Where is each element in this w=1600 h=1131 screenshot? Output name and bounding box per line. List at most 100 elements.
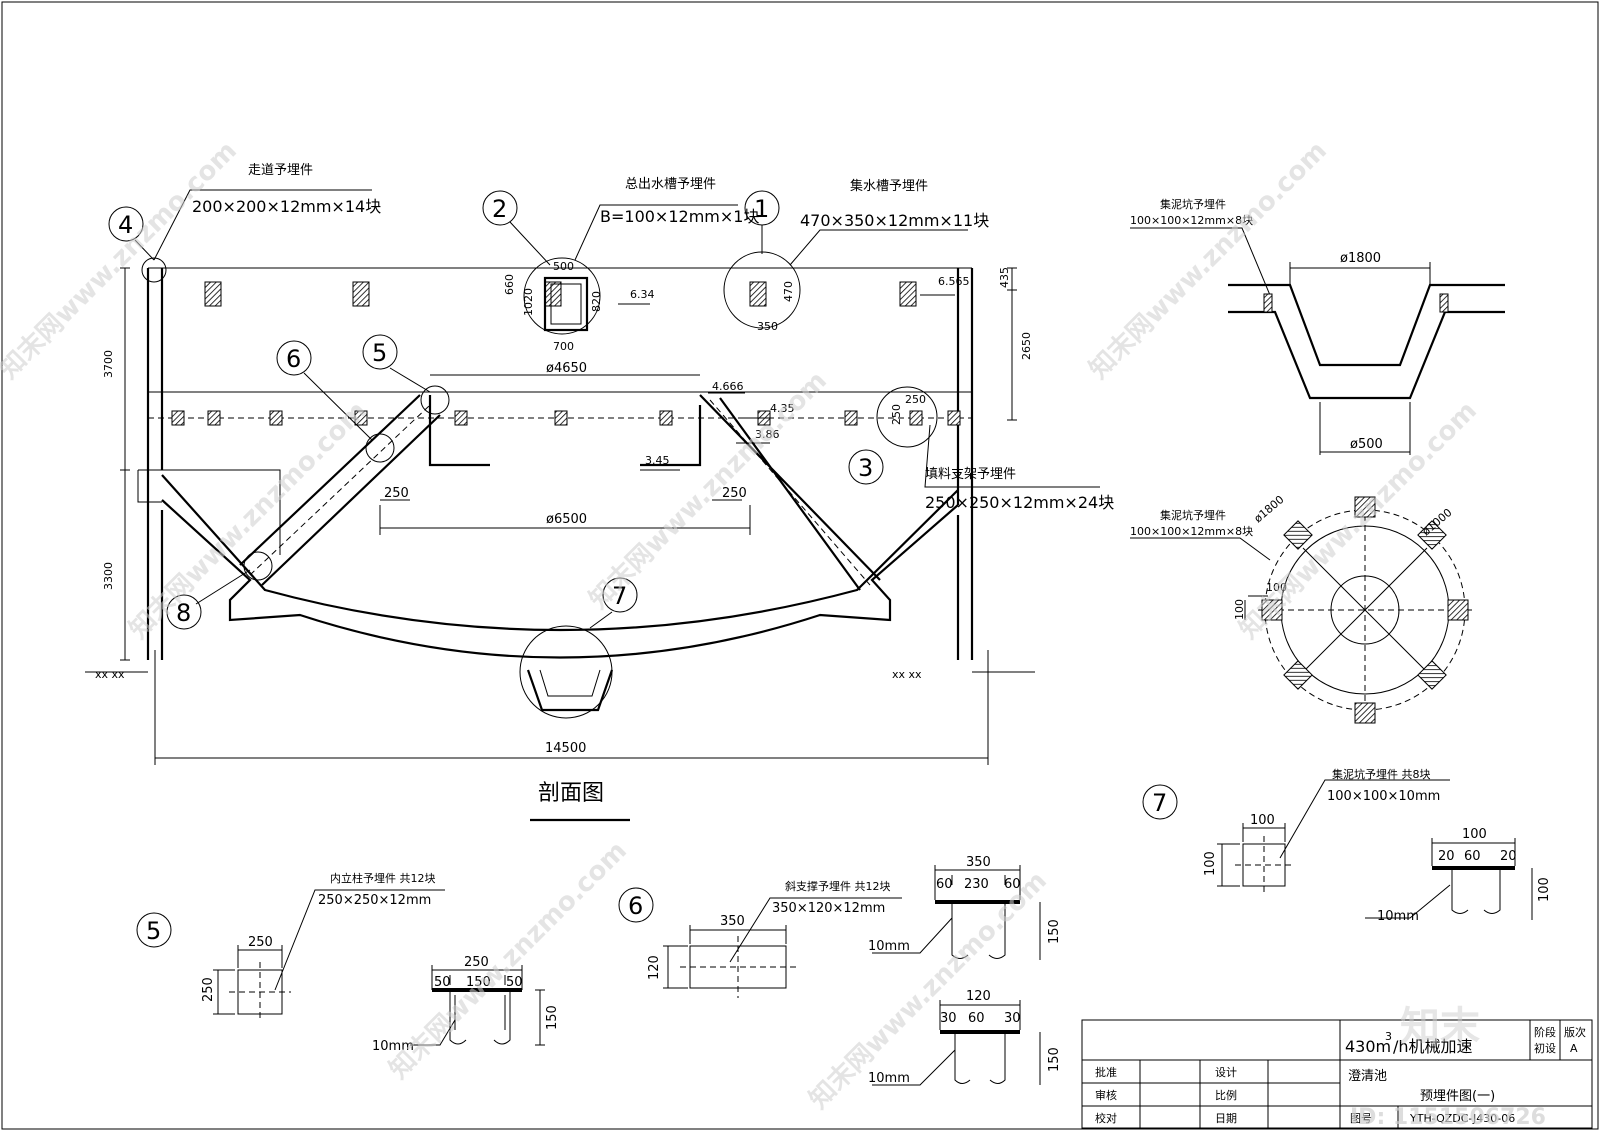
watermark-5: 知末网www.znzmo.com	[1084, 136, 1333, 385]
detail6-bar1: 10mm	[868, 939, 910, 954]
cone-outer	[161, 499, 959, 659]
subtitle-2: 预埋件图(一)	[1420, 1089, 1495, 1104]
pit-section	[1130, 227, 1505, 455]
detail5-c: 50	[506, 975, 523, 990]
row-date: 日期	[1215, 1112, 1237, 1125]
detail5-h: 250	[201, 977, 216, 1002]
level-6565: 6.565	[938, 275, 970, 288]
callout-1-name: 集水槽予埋件	[850, 178, 928, 194]
detail-6	[618, 865, 1041, 1086]
section-view	[85, 189, 1100, 822]
detail6-a2: 30	[940, 1011, 957, 1026]
callout-3-name: 填料支架予埋件	[925, 467, 1016, 482]
row-review: 审核	[1095, 1088, 1117, 1102]
detail-7	[1142, 779, 1533, 920]
pit-section-d500: ø500	[1350, 437, 1383, 452]
detail-5	[136, 889, 545, 1046]
watermark-id: ID: 1151506726	[1350, 1105, 1546, 1130]
detail7-top: 100	[1462, 827, 1487, 842]
detail6-c1: 60	[1004, 877, 1021, 892]
level-386: 3.86	[755, 428, 780, 441]
dim-250-right: 250	[722, 486, 747, 501]
subtitle-1: 澄清池	[1348, 1069, 1387, 1084]
dim-3700: 3700	[102, 350, 115, 378]
ground-mark-left: xx xx	[95, 668, 125, 681]
title-block	[1081, 1019, 1593, 1129]
phase-label: 阶段	[1534, 1025, 1556, 1039]
detail7-name: 集泥坑予埋件 共8块	[1332, 767, 1431, 781]
detail7-b: 60	[1464, 849, 1481, 864]
callout-4-num: 4	[118, 211, 133, 239]
section-title: 剖面图	[538, 781, 604, 806]
phase-value: 初设	[1534, 1041, 1556, 1055]
drawing-no: YTH-QZDC-J430-06	[1409, 1112, 1515, 1125]
plates-top	[204, 281, 917, 307]
pit-plan	[1130, 496, 1472, 724]
pit-plan-spec: 100×100×12mm×8块	[1130, 525, 1253, 538]
callout-8-num: 8	[176, 599, 191, 627]
detail6-top2: 120	[966, 989, 991, 1004]
callout-7-num: 7	[612, 582, 627, 610]
detail7-a: 20	[1438, 849, 1455, 864]
level-4666: 4.666	[712, 380, 744, 393]
right-wall	[956, 268, 974, 660]
detail6-b1: 230	[964, 877, 989, 892]
dim-3300: 3300	[102, 562, 115, 590]
detail6-c2: 30	[1004, 1011, 1021, 1026]
dim-1020: 1020	[522, 288, 535, 316]
detail5-name: 内立柱予埋件 共12块	[330, 871, 436, 885]
dim-660: 660	[503, 274, 516, 295]
detail6-bar2: 10mm	[868, 1071, 910, 1086]
dim-250-plate-w: 250	[905, 393, 926, 406]
level-345: 3.45	[645, 454, 670, 467]
level-634: 6.34	[630, 288, 655, 301]
detail5-b: 150	[466, 975, 491, 990]
pit-plan-d1800: ø1800	[1252, 493, 1287, 525]
right-strut	[699, 394, 881, 591]
project-name-a: 430m	[1345, 1037, 1391, 1056]
callout-2-num: 2	[492, 195, 507, 223]
callout-2-name: 总出水槽予埋件	[625, 177, 716, 192]
detail7-num: 7	[1152, 789, 1167, 817]
row-design: 设计	[1215, 1066, 1237, 1079]
detail7-spec: 100×100×10mm	[1327, 789, 1440, 804]
dim-435: 435	[998, 267, 1011, 288]
callout-3-spec: 250×250×12mm×24块	[925, 493, 1114, 512]
callout-5-num: 5	[372, 339, 387, 367]
detail6-depth2: 150	[1047, 1047, 1062, 1072]
left-strut	[239, 394, 441, 586]
detail5-bar: 10mm	[372, 1039, 414, 1054]
row-approve: 批准	[1095, 1065, 1117, 1079]
detail6-depth1: 150	[1047, 919, 1062, 944]
watermarks: 知末网www.znzmo.com 知末网www.znzmo.com 知末网www…	[0, 136, 1546, 1130]
detail6-b2: 60	[968, 1011, 985, 1026]
dim-250-plate-h: 250	[890, 404, 903, 425]
dim-14500: 14500	[545, 741, 586, 756]
project-name-sup: 3	[1385, 1030, 1392, 1043]
detail5-depth: 150	[545, 1005, 560, 1030]
pit-section-d1800: ø1800	[1340, 251, 1381, 266]
sump-inner	[539, 669, 601, 697]
detail6-h: 120	[647, 955, 662, 980]
dim-500: 500	[553, 260, 574, 273]
detail5-a: 50	[434, 975, 451, 990]
detail6-name: 斜支撑予埋件 共12块	[785, 879, 891, 893]
detail6-num: 6	[628, 892, 643, 920]
watermark-brand: 知末	[1400, 1004, 1480, 1050]
ground-mark-right: xx xx	[892, 668, 922, 681]
detail5-w: 250	[248, 935, 273, 950]
callout-4-spec: 200×200×12mm×14块	[192, 197, 381, 216]
dim-470: 470	[782, 281, 795, 302]
dim-2650: 2650	[1020, 332, 1033, 360]
callout-4-name: 走道予埋件	[248, 163, 313, 178]
rev-label: 版次	[1564, 1025, 1586, 1039]
pit-section-name: 集泥坑予埋件	[1160, 197, 1226, 211]
dim-820: 820	[590, 291, 603, 312]
pit-plan-d100a: 100	[1266, 581, 1287, 594]
cone-inner	[161, 474, 959, 632]
detail7-bar: 10mm	[1377, 909, 1419, 924]
callout-6-num: 6	[286, 345, 301, 373]
sump	[526, 669, 614, 712]
callout-1-spec: 470×350×12mm×11块	[800, 211, 989, 230]
detail7-h: 100	[1203, 851, 1218, 876]
